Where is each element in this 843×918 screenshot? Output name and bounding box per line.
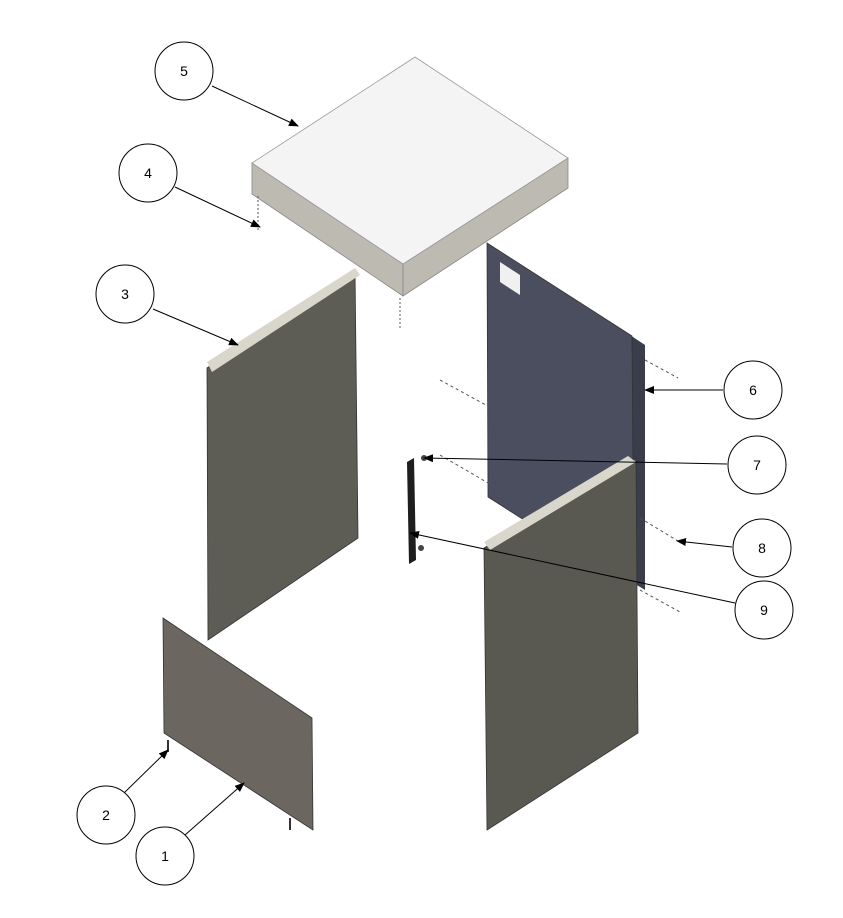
callout-circle — [727, 435, 787, 495]
right-door-panel — [483, 456, 639, 831]
callout-number: 6 — [749, 382, 757, 398]
left-side-panel — [206, 268, 360, 641]
callout-6: 6 — [644, 360, 783, 420]
callout-circle — [723, 360, 783, 420]
callout-5: 5 — [154, 41, 299, 127]
callout-circle — [732, 518, 792, 578]
leader-arrow — [184, 782, 245, 836]
callout-number: 9 — [760, 602, 768, 618]
callouts: 1 2 3 4 5 6 7 8 9 — [76, 41, 794, 886]
callout-9: 9 — [409, 530, 794, 640]
callout-3: 3 — [95, 264, 239, 346]
leader-arrow — [123, 749, 169, 794]
bottom-kick-panel — [162, 617, 314, 831]
callout-number: 5 — [180, 63, 188, 79]
callout-circle — [76, 785, 136, 845]
callout-number: 7 — [753, 457, 761, 473]
leader-arrow — [423, 454, 728, 465]
leader-arrow — [211, 85, 299, 127]
leader-arrow — [152, 308, 239, 346]
callout-circle — [95, 264, 155, 324]
callout-7: 7 — [423, 435, 787, 495]
callout-number: 4 — [144, 165, 152, 181]
callout-number: 1 — [161, 848, 169, 864]
callout-circle — [154, 41, 214, 101]
top-lid — [251, 56, 569, 330]
callout-4: 4 — [118, 143, 261, 228]
leader-arrow — [409, 530, 736, 604]
callout-circle — [734, 580, 794, 640]
callout-circle — [135, 826, 195, 886]
leader-arrow — [676, 537, 733, 548]
callout-number: 8 — [758, 540, 766, 556]
callout-circle — [118, 143, 178, 203]
leader-arrow — [174, 186, 261, 228]
callout-8: 8 — [676, 518, 792, 578]
callout-number: 2 — [102, 807, 110, 823]
callout-2: 2 — [76, 749, 169, 845]
door-handle — [407, 455, 427, 564]
callout-number: 3 — [121, 286, 129, 302]
callout-1: 1 — [135, 782, 245, 886]
